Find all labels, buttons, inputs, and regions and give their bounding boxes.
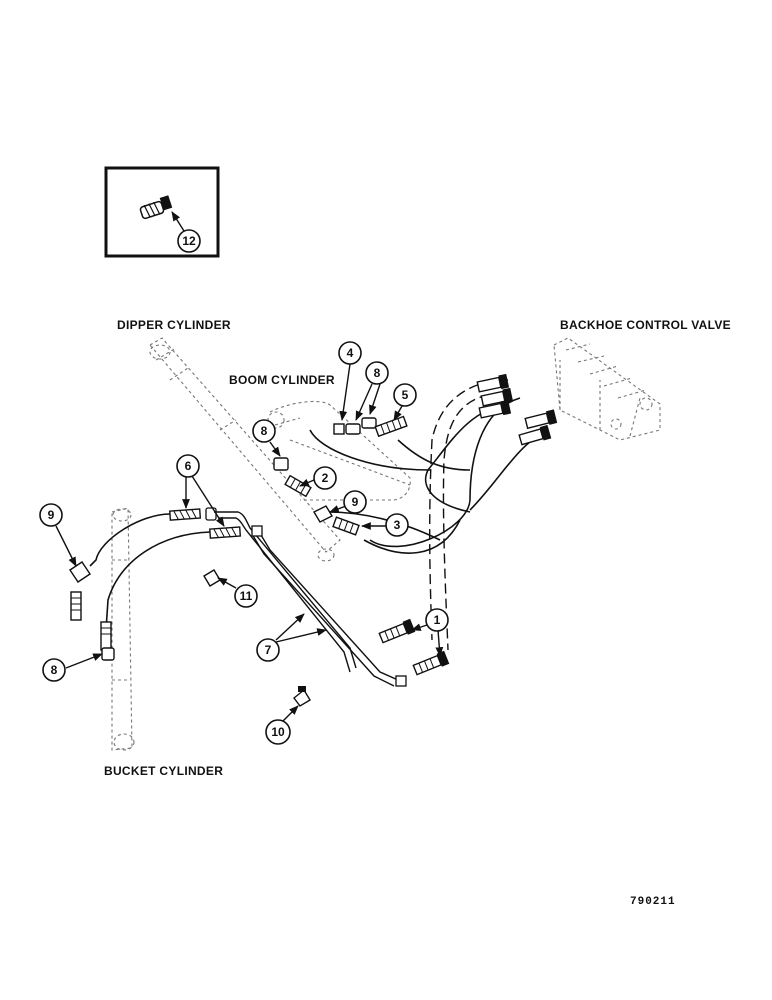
svg-text:9: 9 bbox=[48, 508, 55, 522]
figure-code: 790211 bbox=[630, 896, 676, 908]
svg-text:6: 6 bbox=[185, 459, 192, 473]
callout-8-mid: 8 bbox=[252, 419, 276, 443]
part-1-fittings bbox=[378, 618, 450, 676]
svg-text:8: 8 bbox=[261, 424, 268, 438]
inset-box: 12 bbox=[104, 166, 220, 258]
svg-text:11: 11 bbox=[240, 589, 253, 603]
svg-text:8: 8 bbox=[51, 663, 58, 677]
svg-text:1: 1 bbox=[434, 613, 441, 627]
callout-4: 4 bbox=[338, 341, 362, 365]
label-backhoe-control-valve: BACKHOE CONTROL VALVE bbox=[560, 318, 731, 332]
dipper-fittings bbox=[273, 457, 360, 536]
boom-fittings bbox=[333, 415, 408, 438]
control-valve-outline bbox=[553, 337, 661, 441]
callout-5: 5 bbox=[393, 383, 417, 407]
callout-9-left: 9 bbox=[39, 503, 63, 527]
hose-set bbox=[309, 379, 549, 651]
svg-text:3: 3 bbox=[394, 518, 401, 532]
part-7-tubes bbox=[214, 511, 407, 687]
svg-text:12: 12 bbox=[182, 234, 196, 248]
callout-8-top: 8 bbox=[365, 361, 389, 385]
part-10-fitting bbox=[293, 686, 311, 707]
callout-8-left: 8 bbox=[42, 658, 66, 682]
part-11-fitting bbox=[203, 569, 221, 587]
svg-text:2: 2 bbox=[322, 471, 329, 485]
valve-hose-fittings bbox=[476, 373, 558, 446]
callout-7: 7 bbox=[256, 638, 280, 662]
bucket-cylinder-outline bbox=[111, 507, 135, 751]
part-6-hoses bbox=[89, 507, 242, 631]
callout-leaders bbox=[55, 363, 444, 723]
svg-text:8: 8 bbox=[374, 366, 381, 380]
callout-1: 1 bbox=[425, 608, 449, 632]
dipper-cylinder-outline bbox=[149, 337, 341, 562]
callout-6: 6 bbox=[176, 454, 200, 478]
svg-text:5: 5 bbox=[402, 388, 409, 402]
svg-text:10: 10 bbox=[271, 725, 285, 739]
label-boom-cylinder: BOOM CYLINDER bbox=[229, 373, 335, 387]
callout-11: 11 bbox=[234, 584, 258, 608]
part-12-fitting bbox=[139, 195, 173, 220]
callout-12: 12 bbox=[177, 229, 201, 253]
bucket-fittings bbox=[69, 561, 115, 661]
callout-10: 10 bbox=[265, 719, 291, 745]
label-dipper-cylinder: DIPPER CYLINDER bbox=[117, 318, 231, 332]
svg-text:9: 9 bbox=[352, 495, 359, 509]
callout-3: 3 bbox=[385, 513, 409, 537]
label-bucket-cylinder: BUCKET CYLINDER bbox=[104, 764, 223, 778]
callout-2: 2 bbox=[313, 466, 337, 490]
svg-text:7: 7 bbox=[265, 643, 272, 657]
callout-9-mid: 9 bbox=[343, 490, 367, 514]
svg-text:4: 4 bbox=[347, 346, 354, 360]
